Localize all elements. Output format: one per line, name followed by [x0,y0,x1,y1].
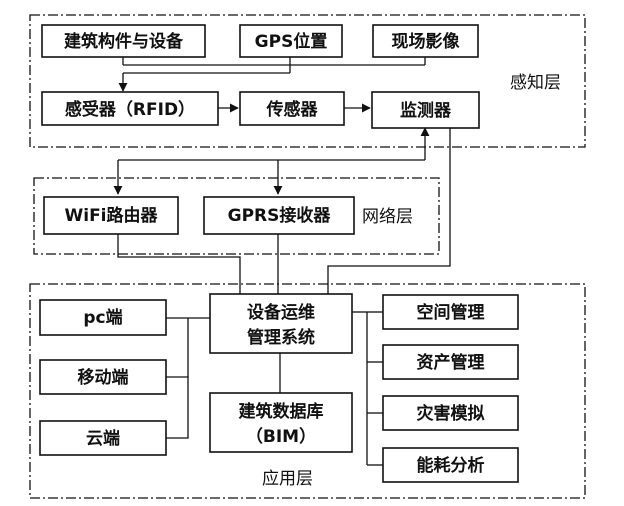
cloud-client-label: 云端 [86,428,120,449]
space-management-box: 空间管理 [382,294,519,330]
building-components-label: 建筑构件与设备 [64,31,184,52]
mobile-client-box: 移动端 [39,359,167,395]
asset-management-box: 资产管理 [382,344,519,380]
ops-system-label-line2: 管理系统 [247,327,315,348]
asset-management-label: 资产管理 [417,352,485,373]
gps-position-label: GPS位置 [255,31,328,52]
rfid-receiver-box: 感受器（RFID） [41,91,219,126]
connector-clients-bracket [166,376,189,439]
pc-client-box: pc端 [39,299,167,336]
ops-system-label-line1: 设备运维 [247,302,315,323]
gps-position-box: GPS位置 [239,24,343,58]
building-components-box: 建筑构件与设备 [41,24,206,58]
monitor-box: 监测器 [371,91,480,129]
gprs-receiver-label: GPRS接收器 [228,205,332,226]
cloud-client-box: 云端 [39,420,167,456]
monitor-label: 监测器 [400,100,452,121]
site-images-label: 现场影像 [392,32,461,52]
gprs-receiver-box: GPRS接收器 [203,196,355,235]
network-layer-label: 网络层 [362,207,413,227]
connector-wifi-to-system [117,234,241,294]
application-layer-frame [29,283,586,499]
wifi-router-label: WiFi路由器 [64,205,158,226]
perception-layer-label: 感知层 [510,73,561,93]
connector-monitor-to-system [327,128,451,294]
perception-layer-frame [29,14,586,148]
mobile-client-label: 移动端 [78,367,129,388]
rfid-receiver-label: 感受器（RFID） [65,99,195,120]
building-db-label-line1: 建筑数据库 [239,401,324,422]
network-layer-frame [33,177,440,255]
pc-client-label: pc端 [83,307,122,328]
site-images-box: 现场影像 [372,24,479,58]
building-database-box: 建筑数据库 （BIM） [209,392,353,453]
ops-management-system-box: 设备运维 管理系统 [209,293,353,354]
space-management-label: 空间管理 [417,302,485,323]
disaster-simulation-label: 灾害模拟 [417,403,485,424]
application-layer-label: 应用层 [262,469,313,489]
energy-analysis-box: 能耗分析 [382,447,519,483]
building-db-label-line2: （BIM） [246,426,316,447]
sensor-label: 传感器 [266,99,319,120]
disaster-simulation-box: 灾害模拟 [382,395,519,431]
wifi-router-box: WiFi路由器 [43,196,179,235]
sensor-box: 传感器 [239,91,345,126]
energy-analysis-label: 能耗分析 [417,455,485,476]
